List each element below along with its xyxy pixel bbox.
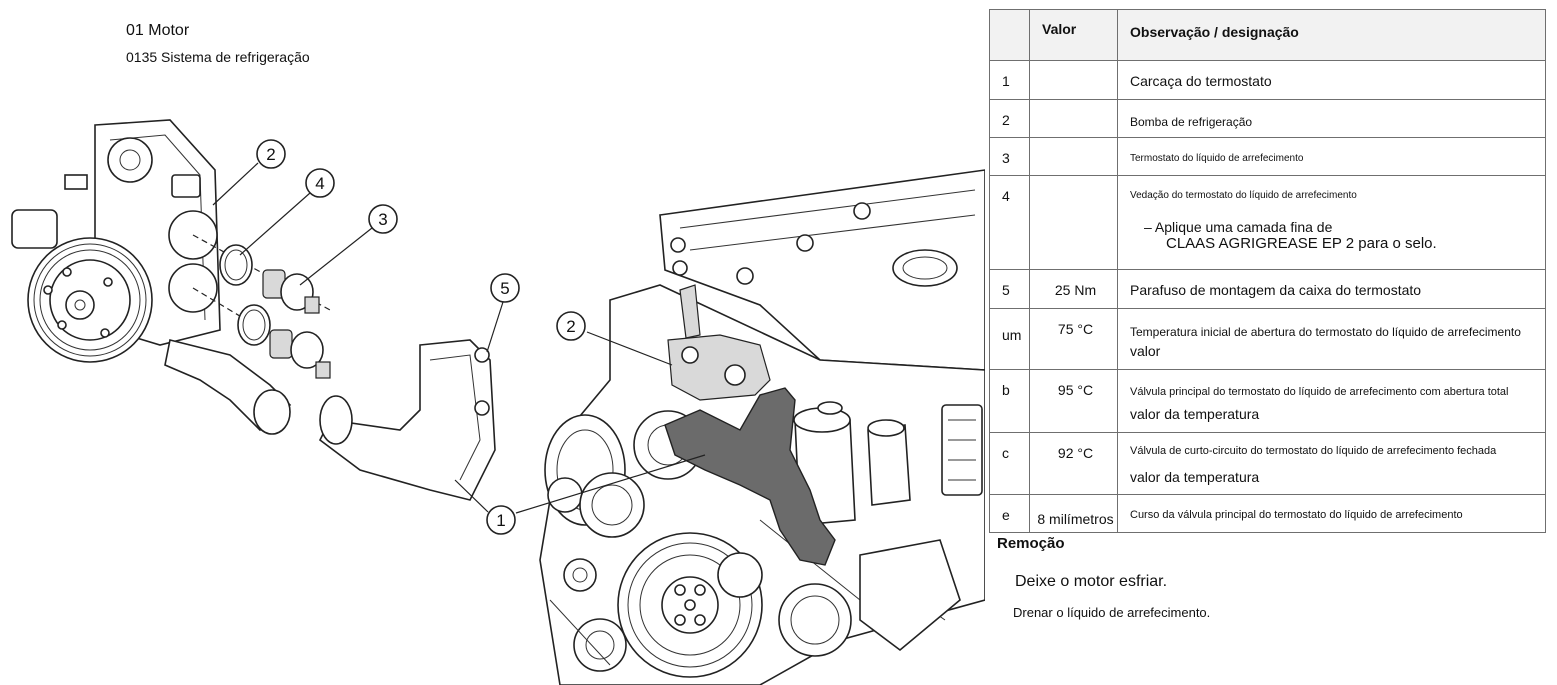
header-id xyxy=(989,9,1030,61)
row-description-cell: Temperatura inicial de abertura do termo… xyxy=(1117,308,1546,370)
row-description: Curso da válvula principal do termostato… xyxy=(1117,494,1546,533)
row-description: Termostato do líquido de arrefecimento xyxy=(1117,137,1546,176)
row-description: Carcaça do termostato xyxy=(1117,60,1546,100)
callout-5 xyxy=(490,273,520,303)
thermostat-housing-exploded xyxy=(318,339,496,501)
callout-4-label: 4 xyxy=(315,174,324,193)
callout-2-left-label: 2 xyxy=(266,145,275,164)
row-value: 92 °C xyxy=(1029,432,1118,495)
row-value xyxy=(1029,175,1118,270)
row-value xyxy=(1029,137,1118,176)
seal-rings xyxy=(219,244,271,346)
row-id: 2 xyxy=(989,99,1030,138)
row-description: Válvula de curto-circuito do termostato … xyxy=(1130,445,1497,457)
leader-lines xyxy=(212,162,706,514)
removal-heading: Remoção xyxy=(997,535,1065,552)
chapter-title: 01 Motor xyxy=(126,22,190,39)
row-value xyxy=(1029,60,1118,100)
note-line-1: – Aplique uma camada fina de xyxy=(1144,219,1333,235)
row-value: 25 Nm xyxy=(1029,269,1118,309)
row-id: e xyxy=(989,494,1030,533)
table-header-row: Valor Observação / designação xyxy=(989,9,1546,61)
header-description: Observação / designação xyxy=(1117,9,1546,61)
callout-2-right-label: 2 xyxy=(566,317,575,336)
row-id: c xyxy=(989,432,1030,495)
row-description: Vedação do termostato do líquido de arre… xyxy=(1130,190,1357,201)
row-description: Bomba de refrigeração xyxy=(1117,99,1546,138)
callout-3-label: 3 xyxy=(378,210,387,229)
row-id: 1 xyxy=(989,60,1030,100)
callout-2-right xyxy=(556,311,586,341)
row-description-line2: valor da temperatura xyxy=(1130,406,1260,422)
table-row: e 8 milímetros Curso da válvula principa… xyxy=(989,494,1546,533)
callout-3 xyxy=(368,204,398,234)
row-description: Parafuso de montagem da caixa do termost… xyxy=(1117,269,1546,309)
row-description-cell: Válvula principal do termostato do líqui… xyxy=(1117,369,1546,433)
table-row: 3 Termostato do líquido de arrefecimento xyxy=(989,137,1546,176)
removal-step-1: Deixe o motor esfriar. xyxy=(1015,573,1168,590)
row-id: 3 xyxy=(989,137,1030,176)
callout-5-label: 5 xyxy=(500,279,509,298)
section-title: 0135 Sistema de refrigeração xyxy=(126,49,310,65)
row-value xyxy=(1029,99,1118,138)
thermostat-housing-highlighted xyxy=(664,284,836,566)
row-id: 5 xyxy=(989,269,1030,309)
row-description-line2: valor xyxy=(1130,343,1161,359)
table-row: 5 25 Nm Parafuso de montagem da caixa do… xyxy=(989,269,1546,309)
table-row: c 92 °C Válvula de curto-circuito do ter… xyxy=(989,432,1546,495)
table-row: 1 Carcaça do termostato xyxy=(989,60,1546,100)
row-description-line2: valor da temperatura xyxy=(1130,469,1260,485)
cooling-system-illustration: 2 4 3 5 1 2 xyxy=(11,119,985,685)
table-row: b 95 °C Válvula principal do termostato … xyxy=(989,369,1546,433)
row-id: um xyxy=(989,308,1030,370)
row-id: 4 xyxy=(989,175,1030,270)
row-description: Temperatura inicial de abertura do termo… xyxy=(1130,325,1521,339)
callout-1 xyxy=(486,505,516,535)
callout-2-left xyxy=(256,139,286,169)
removal-step-2: Drenar o líquido de arrefecimento. xyxy=(1013,605,1211,620)
callout-1-label: 1 xyxy=(496,511,505,530)
water-pump-exploded xyxy=(11,119,292,435)
row-description-cell: Válvula de curto-circuito do termostato … xyxy=(1117,432,1546,495)
spec-table: Valor Observação / designação 1 Carcaça … xyxy=(989,9,1546,533)
callout-4 xyxy=(305,168,335,198)
row-value: 8 milímetros xyxy=(1029,494,1118,533)
row-id: b xyxy=(989,369,1030,433)
table-row: 2 Bomba de refrigeração xyxy=(989,99,1546,138)
row-value: 95 °C xyxy=(1029,369,1118,433)
header-value: Valor xyxy=(1029,9,1118,61)
row-description-cell: Vedação do termostato do líquido de arre… xyxy=(1117,175,1546,270)
table-row: 4 Vedação do termostato do líquido de ar… xyxy=(989,175,1546,270)
thermostats xyxy=(262,269,331,379)
table-row: um 75 °C Temperatura inicial de abertura… xyxy=(989,308,1546,370)
row-value: 75 °C xyxy=(1029,308,1118,370)
row-description: Válvula principal do termostato do líqui… xyxy=(1130,386,1509,398)
note-line-2: CLAAS AGRIGREASE EP 2 para o selo. xyxy=(1166,235,1437,252)
